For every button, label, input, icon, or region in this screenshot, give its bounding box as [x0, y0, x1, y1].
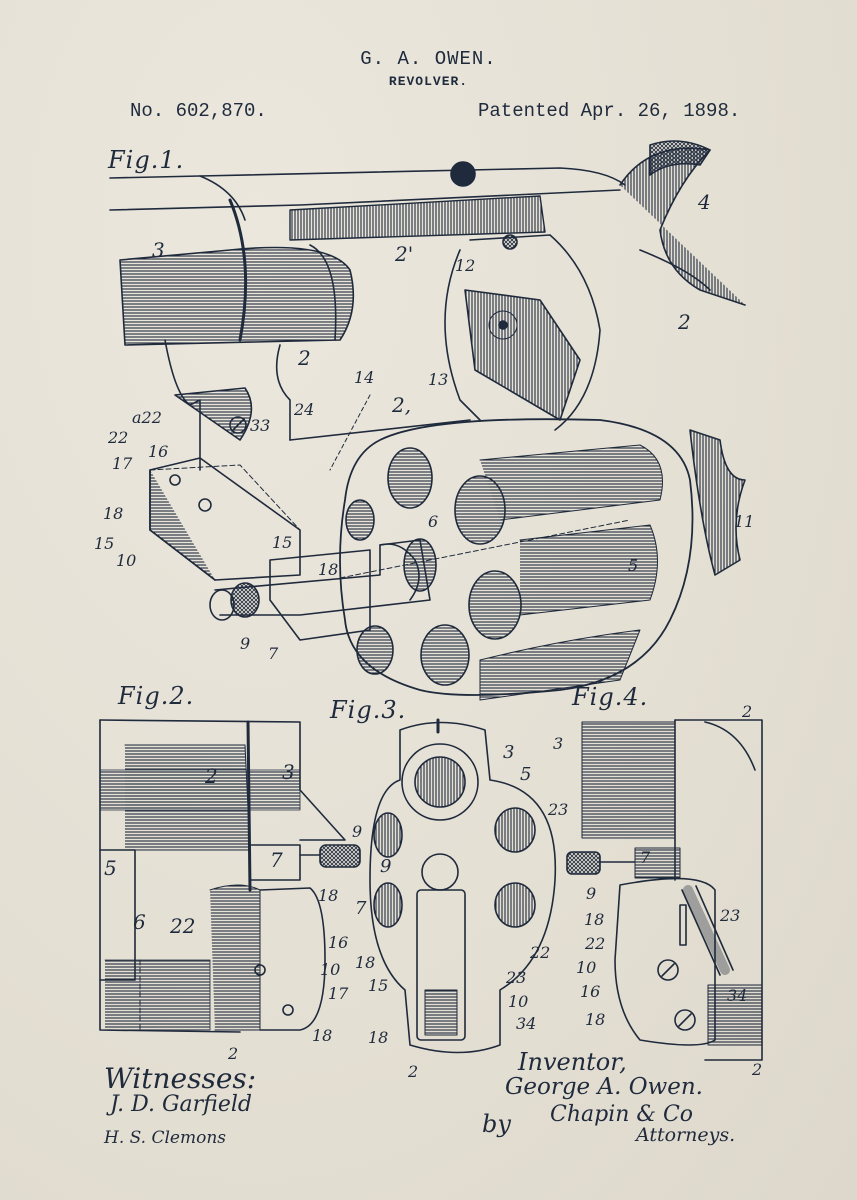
fig4-callout-18-bottom: 18 — [585, 1010, 606, 1029]
fig3-callout-9: 9 — [380, 856, 392, 877]
fig2-callout-6: 6 — [133, 910, 146, 934]
fig1-callout-7: 7 — [268, 644, 279, 663]
fig2-callout-7: 7 — [270, 848, 283, 872]
fig3-callout-5: 5 — [520, 764, 532, 785]
fig1-callout-33: 33 — [250, 416, 271, 435]
fig1-callout-24: 24 — [294, 400, 315, 419]
fig1-callout-16: 16 — [148, 442, 169, 461]
patent-title: REVOLVER. — [388, 74, 469, 89]
fig3-callout-34: 34 — [516, 1014, 537, 1033]
fig3-label: Fig.3. — [330, 696, 407, 724]
attorney-signature: Chapin & Co — [550, 1102, 694, 1127]
fig2-callout-5: 5 — [104, 856, 117, 880]
inventor-name-header: G. A. OWEN. — [360, 48, 497, 70]
fig4-callout-16: 16 — [580, 982, 601, 1001]
fig2-callout-10: 10 — [320, 960, 341, 979]
fig2-label: Fig.2. — [118, 682, 195, 710]
fig2-callout-22: 22 — [170, 914, 196, 938]
attorneys-label: Attorneys. — [636, 1124, 736, 1146]
fig2-callout-9: 9 — [352, 822, 363, 841]
fig1-callout-3: 3 — [152, 238, 165, 262]
fig3-callout-7: 7 — [355, 898, 367, 919]
fig1-callout-15-mid: 15 — [272, 533, 293, 552]
witnesses-label: Witnesses: — [104, 1062, 257, 1095]
fig4-callout-7: 7 — [640, 848, 651, 867]
fig3-callout-2: 2 — [408, 1062, 419, 1081]
fig4-callout-23: 23 — [720, 906, 741, 925]
patent-number: No. 602,870. — [130, 100, 267, 122]
fig1-callout-15-left: 15 — [94, 534, 115, 553]
fig2-callout-17: 17 — [328, 984, 349, 1003]
fig4-callout-3: 3 — [553, 734, 564, 753]
fig3-callout-18-left: 18 — [355, 953, 376, 972]
fig1-callout-2-right: 2 — [678, 310, 691, 334]
fig1-callout-18-mid: 18 — [318, 560, 339, 579]
fig2-callout-18-top: 18 — [318, 886, 339, 905]
witness-2-signature: H. S. Clemons — [104, 1128, 227, 1148]
fig2-callout-2: 2 — [205, 764, 218, 788]
fig1-callout-12: 12 — [455, 256, 476, 275]
fig1-callout-17: 17 — [112, 454, 133, 473]
fig4-callout-9: 9 — [586, 884, 597, 903]
fig4-callout-18-top: 18 — [584, 910, 605, 929]
fig3-callout-3: 3 — [503, 742, 515, 763]
fig4-drawing — [566, 719, 763, 1061]
witness-1-signature: J. D. Garfield — [110, 1092, 252, 1117]
inventor-label: Inventor, — [518, 1048, 627, 1076]
fig4-callout-2-bottom: 2 — [752, 1060, 763, 1079]
fig1-callout-2prime: 2' — [395, 242, 414, 266]
fig1-callout-11: 11 — [734, 512, 755, 531]
fig1-callout-14: 14 — [354, 368, 375, 387]
fig1-callout-6: 6 — [428, 512, 439, 531]
fig3-callout-15: 15 — [368, 976, 389, 995]
fig2-callout-16: 16 — [328, 933, 349, 952]
fig2-callout-3: 3 — [282, 760, 295, 784]
fig1-callout-2-mid: 2 — [298, 346, 311, 370]
fig4-label: Fig.4. — [572, 683, 649, 711]
fig3-callout-10: 10 — [508, 992, 529, 1011]
fig1-callout-a22: a22 — [132, 408, 162, 427]
inventor-signature: George A. Owen. — [505, 1074, 703, 1100]
fig2-callout-18-bottom: 18 — [312, 1026, 333, 1045]
by-label: by — [482, 1110, 511, 1138]
fig1-drawing — [109, 140, 746, 701]
fig2-drawing — [99, 719, 361, 1033]
fig3-callout-22: 22 — [530, 943, 551, 962]
fig3-callout-23-top: 23 — [548, 800, 569, 819]
patent-date: Patented Apr. 26, 1898. — [478, 100, 741, 122]
fig2-callout-2-bottom: 2 — [228, 1044, 239, 1063]
fig1-callout-18-left: 18 — [103, 504, 124, 523]
fig4-callout-10: 10 — [576, 958, 597, 977]
fig1-callout-22: 22 — [108, 428, 129, 447]
fig3-callout-18-bottom: 18 — [368, 1028, 389, 1047]
fig1-label: Fig.1. — [108, 146, 185, 174]
fig4-callout-34: 34 — [727, 986, 748, 1005]
fig3-drawing — [369, 718, 557, 1054]
fig3-callout-23-bottom: 23 — [506, 968, 527, 987]
fig1-callout-13: 13 — [428, 370, 449, 389]
fig1-callout-9: 9 — [240, 634, 251, 653]
fig1-callout-5: 5 — [628, 556, 639, 575]
fig1-callout-2-comma: 2, — [392, 393, 412, 417]
fig4-callout-2-top: 2 — [742, 702, 753, 721]
fig1-callout-4: 4 — [698, 190, 711, 214]
fig1-callout-10: 10 — [116, 551, 137, 570]
fig4-callout-22: 22 — [585, 934, 606, 953]
